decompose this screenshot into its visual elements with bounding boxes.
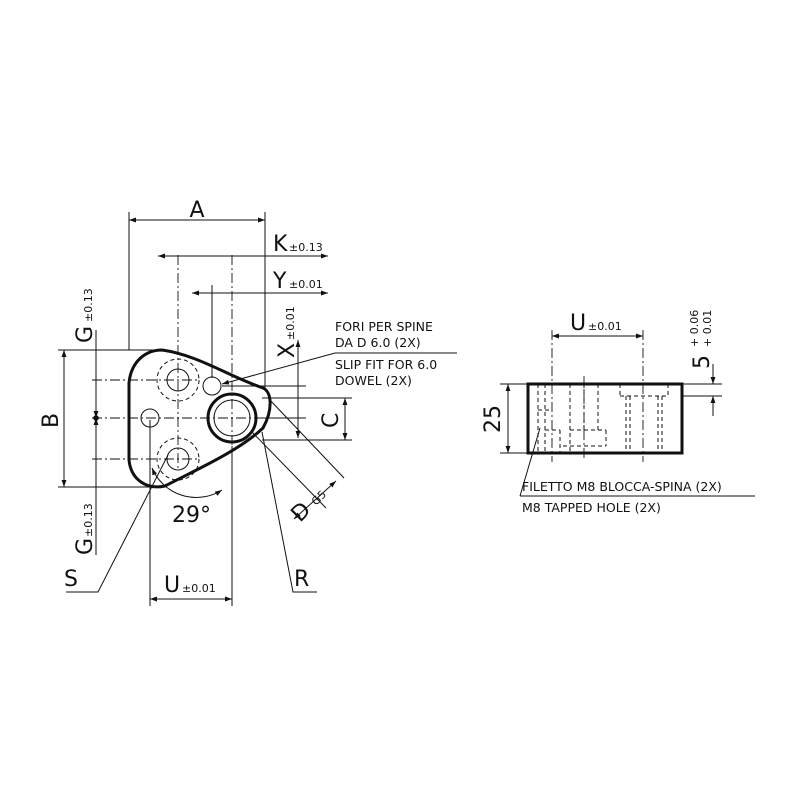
dimension-thickness-label: 25: [481, 405, 506, 433]
main-bore-inner: [213, 399, 251, 437]
leader-r: [261, 431, 317, 593]
note-tapped-en: M8 TAPPED HOLE (2X): [522, 500, 661, 515]
side-view: U ±0.01 25 5 + 0.06 + 0.01 FILETTO M8 BL…: [481, 310, 755, 515]
dimension-k-label: K: [273, 232, 288, 257]
dowel-hole-top: [166, 368, 190, 392]
dowel-counterbore-top: [156, 358, 200, 402]
dimension-x-label: X: [275, 343, 300, 358]
leader-s: [66, 454, 169, 593]
dowel-counterbore-bottom: [156, 437, 200, 481]
side-outline: [526, 382, 684, 455]
dimension-a-label: A: [189, 198, 204, 223]
dimension-x-tolerance: ±0.01: [284, 306, 297, 340]
dimension-depth-tolerance-upper: + 0.06: [688, 310, 701, 347]
dimension-g-top-label: G: [73, 326, 98, 343]
label-r: R: [294, 567, 309, 592]
note-dowel-it-2: DA D 6.0 (2X): [335, 335, 421, 350]
angle-label: 29°: [172, 503, 211, 528]
dimension-k-tolerance: ±0.13: [289, 241, 323, 254]
dimension-u-side-label: U: [570, 311, 586, 336]
dimension-y-label: Y: [272, 269, 287, 294]
note-dowel-en-2: DOWEL (2X): [335, 373, 412, 388]
note-dowel-it-1: FORI PER SPINE: [335, 319, 433, 334]
note-tapped-it: FILETTO M8 BLOCCA-SPINA (2X): [522, 479, 722, 494]
dimension-u-front-label: U: [164, 573, 180, 598]
dimension-d-tolerance: G5: [309, 488, 329, 508]
note-dowel-en-1: SLIP FIT FOR 6.0: [335, 357, 437, 372]
dimension-depth-label: 5: [690, 355, 715, 369]
pin-hole-upper: [202, 376, 222, 396]
leader-dowel-note: [221, 352, 457, 385]
leader-tapped-note: [519, 427, 541, 497]
dimension-depth-tolerance-lower: + 0.01: [701, 310, 714, 347]
dimension-b-label: B: [39, 413, 64, 428]
dimension-g-top-tolerance: ±0.13: [82, 288, 95, 322]
front-view: A K ±0.13 Y ±0.01 X ±0.01 C B G ±0.13 G: [39, 198, 457, 606]
dimension-u-side-tolerance: ±0.01: [588, 320, 622, 333]
label-s: S: [64, 567, 78, 592]
dimension-g-bottom-tolerance: ±0.13: [82, 503, 95, 537]
dimension-u-front-tolerance: ±0.01: [182, 582, 216, 595]
dimension-c-label: C: [319, 413, 344, 428]
dimension-g-bottom-label: G: [73, 538, 98, 555]
dimension-y-tolerance: ±0.01: [289, 278, 323, 291]
datum-point: [93, 415, 99, 421]
